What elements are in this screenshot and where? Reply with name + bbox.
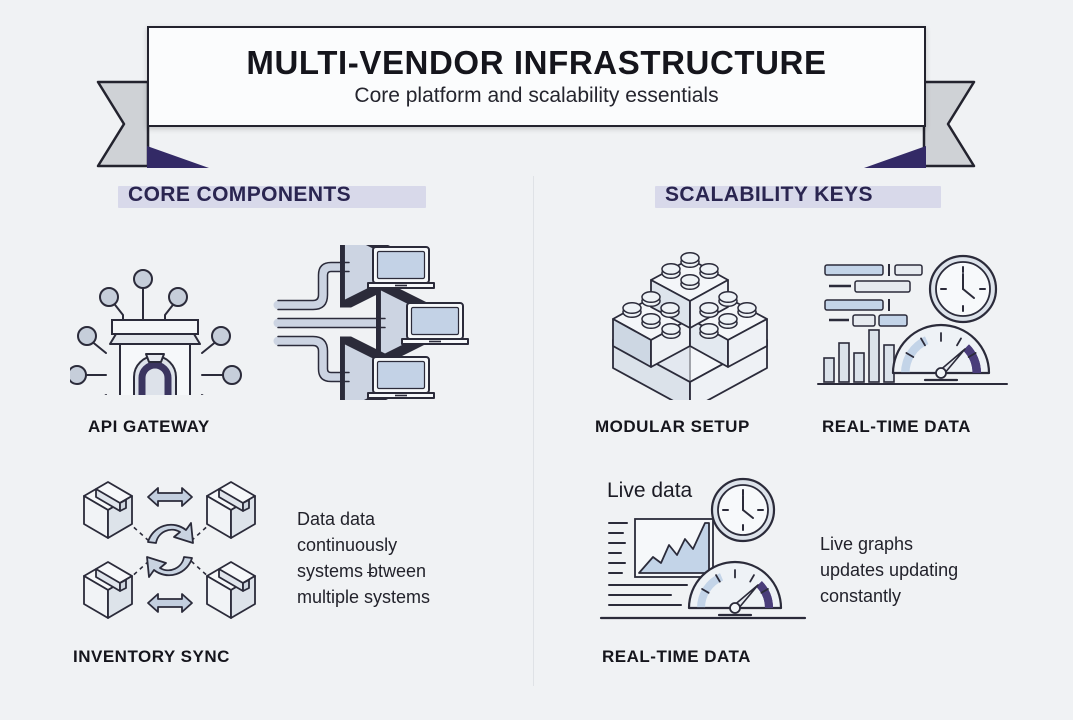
section-header-scalability-keys: SCALABILITY KEYS bbox=[655, 180, 941, 210]
item-label-real-time-data-top: REAL-TIME DATA bbox=[822, 417, 971, 436]
body-right-line-1: Live graphs bbox=[820, 534, 914, 554]
item-label-real-time-data-bottom: REAL-TIME DATA bbox=[602, 647, 751, 666]
column-divider bbox=[533, 176, 534, 686]
ribbon-fold-left bbox=[147, 146, 227, 170]
ribbon-tail-right bbox=[866, 80, 976, 168]
header-highlight-core bbox=[118, 186, 426, 208]
body-text-real-time-data: Live graphs updates updating constantly bbox=[820, 531, 1020, 609]
ribbon-fold-right bbox=[846, 146, 926, 170]
live-chart-clock-gauge-icon: Live data bbox=[595, 475, 810, 630]
body-line-2: continuously bbox=[297, 535, 398, 556]
section-header-core-components: CORE COMPONENTS bbox=[118, 180, 426, 210]
section-header-scalability-keys-label: SCALABILITY KEYS bbox=[665, 183, 873, 206]
body-line-3-pre: systems bbox=[297, 561, 369, 582]
ribbon-tail-left bbox=[96, 80, 206, 168]
item-label-inventory-sync: INVENTORY SYNC bbox=[73, 647, 230, 666]
gateway-arch-icon bbox=[70, 235, 270, 395]
page-subtitle: Core platform and scalability essentials bbox=[354, 83, 719, 107]
body-line-4: multiple systems bbox=[297, 587, 431, 608]
body-right-line-2: updates updating bbox=[820, 560, 959, 581]
item-label-api-gateway: API GATEWAY bbox=[88, 417, 210, 436]
body-right-line-3: constantly bbox=[820, 586, 902, 607]
boxes-sync-icon bbox=[70, 470, 270, 625]
body-text-inventory-sync: Data data continuously systems btween mu… bbox=[297, 506, 502, 610]
dashboard-clock-gauge-icon bbox=[815, 245, 1010, 400]
header-highlight-scalability bbox=[655, 186, 941, 208]
live-data-inline-label: Live data bbox=[607, 479, 693, 502]
item-label-modular-setup: MODULAR SETUP bbox=[595, 417, 750, 436]
section-header-core-components-label: CORE COMPONENTS bbox=[128, 183, 352, 206]
page-title: MULTI-VENDOR INFRASTRUCTURE bbox=[246, 43, 827, 81]
body-line-3: systems btween bbox=[297, 558, 502, 584]
lego-blocks-icon bbox=[595, 240, 785, 400]
routing-arrows-laptops-icon bbox=[265, 245, 470, 400]
body-line-3-glyph: b bbox=[368, 561, 379, 582]
banner-plate: MULTI-VENDOR INFRASTRUCTURE Core platfor… bbox=[147, 26, 926, 127]
body-line-3-post: tween bbox=[378, 561, 427, 582]
body-line-1: Data data bbox=[297, 509, 376, 529]
ribbon-banner: MULTI-VENDOR INFRASTRUCTURE Core platfor… bbox=[0, 26, 1073, 168]
